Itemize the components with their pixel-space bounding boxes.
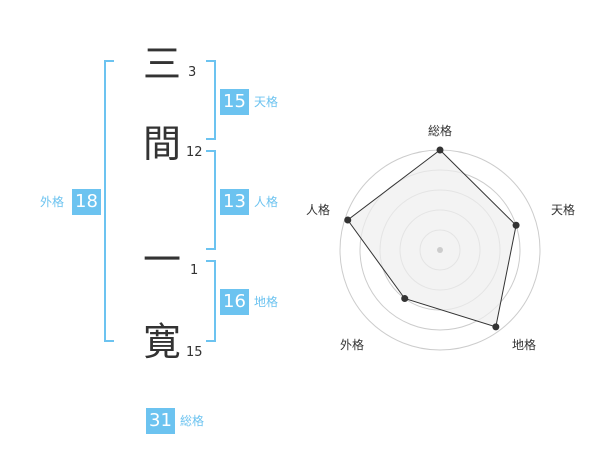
radar-label-tenkaku: 天格 xyxy=(550,203,575,217)
chikaku-badge: 16 xyxy=(220,289,249,315)
tenkaku-badge: 15 xyxy=(220,89,249,115)
stroke-count-2: 12 xyxy=(186,145,203,160)
radar-chart xyxy=(339,146,541,351)
radar-point-jinkaku xyxy=(344,216,352,224)
chikaku-bracket xyxy=(206,260,216,342)
radar-point-tenkaku xyxy=(512,221,520,229)
gaikaku-label: 外格 xyxy=(40,195,65,209)
jinkaku-badge: 13 xyxy=(220,189,249,215)
radar-point-gaikaku xyxy=(401,295,409,303)
stroke-count-1: 3 xyxy=(188,65,197,80)
stroke-count-3: 1 xyxy=(190,263,199,278)
radar-label-soukaku: 総格 xyxy=(427,124,452,138)
name-char-1: 三 xyxy=(142,42,181,86)
gaikaku-badge: 18 xyxy=(72,189,101,215)
radar-center-dot xyxy=(437,247,443,253)
soukaku-label: 総格 xyxy=(180,414,205,428)
radar-area xyxy=(347,149,517,328)
radar-label-jinkaku: 人格 xyxy=(305,203,330,217)
radar-points xyxy=(344,146,520,331)
stroke-count-4: 15 xyxy=(186,345,203,360)
name-char-3: 一 xyxy=(142,238,181,282)
jinkaku-bracket xyxy=(206,150,216,250)
tenkaku-label: 天格 xyxy=(254,95,279,109)
name-char-4: 寛 xyxy=(142,320,181,364)
radar-label-chikaku: 地格 xyxy=(511,338,536,352)
chikaku-label: 地格 xyxy=(254,295,279,309)
tenkaku-bracket xyxy=(206,60,216,140)
gaikaku-bracket xyxy=(104,60,114,342)
radar-label-gaikaku: 外格 xyxy=(339,338,364,352)
name-char-2: 間 xyxy=(142,122,181,166)
jinkaku-label: 人格 xyxy=(254,195,279,209)
soukaku-badge: 31 xyxy=(146,408,175,434)
radar-point-soukaku xyxy=(436,146,444,154)
radar-point-chikaku xyxy=(492,323,500,331)
